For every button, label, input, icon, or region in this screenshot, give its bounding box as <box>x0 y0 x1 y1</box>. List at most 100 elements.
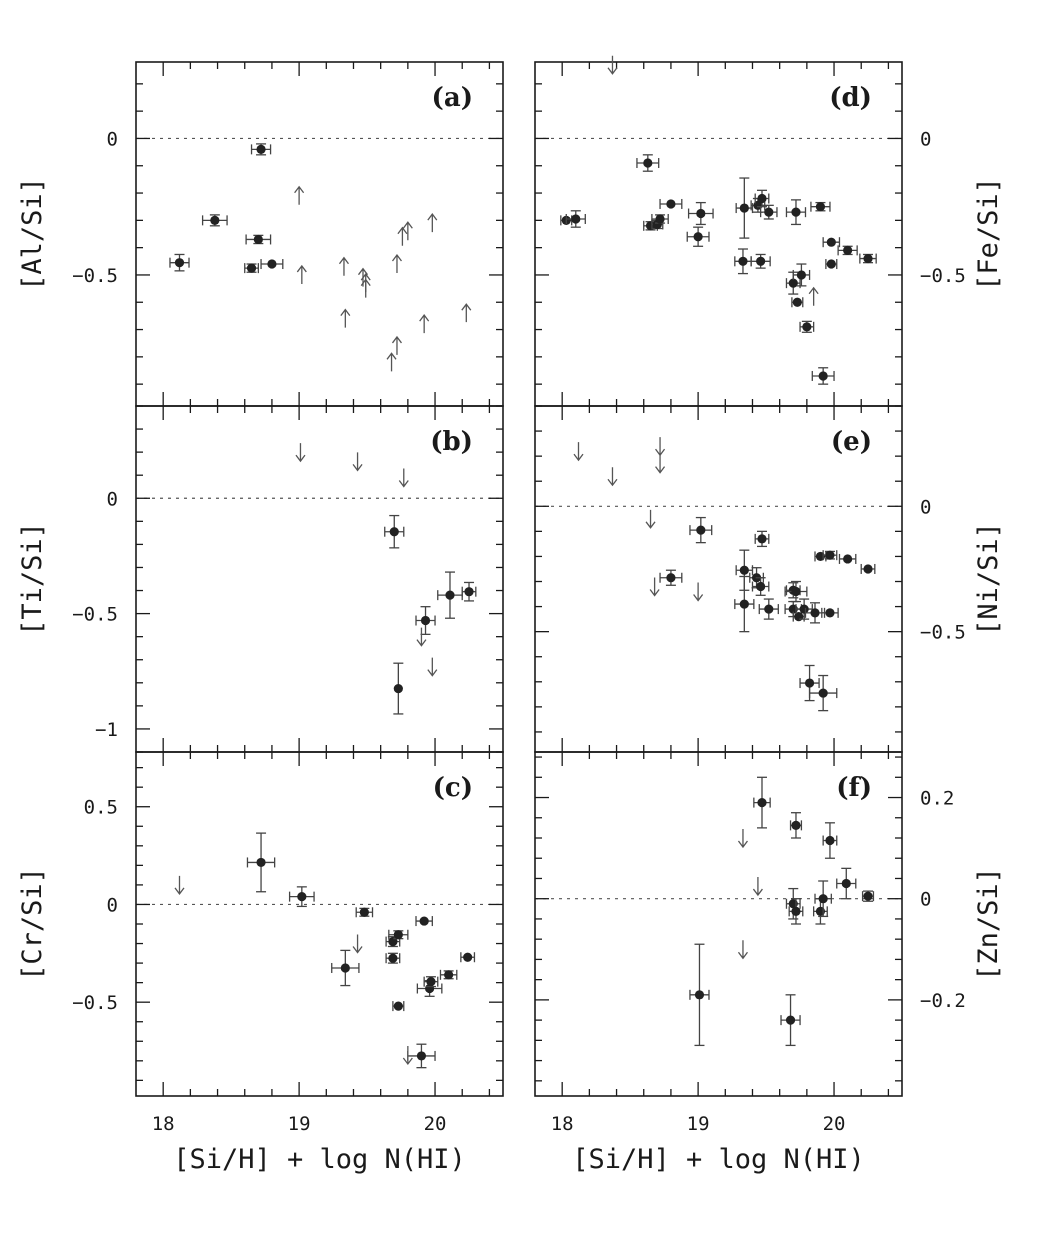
lower-limit-arrow <box>338 256 349 276</box>
x-tick-label: 18 <box>152 1113 175 1135</box>
lower-limit-arrow <box>391 335 402 355</box>
panel-a: (a)[Al/Si]0−0.5 <box>17 61 504 407</box>
point-marker <box>792 297 802 307</box>
point-marker <box>825 835 835 846</box>
data-point <box>795 598 813 620</box>
y-tick-label: 0 <box>920 496 931 518</box>
data-point <box>837 245 858 256</box>
data-point <box>392 1001 405 1012</box>
data-point <box>860 563 876 574</box>
data-point <box>636 154 660 172</box>
data-point <box>260 259 284 270</box>
point-marker <box>788 278 798 288</box>
point-marker <box>863 564 873 574</box>
lower-limit-arrow <box>397 226 408 246</box>
upper-limit-arrow <box>737 940 748 960</box>
point-marker <box>764 604 774 614</box>
panel-f-xlabel: [Si/H] + log N(HI) <box>572 1144 865 1175</box>
point-marker <box>210 215 220 225</box>
y-tick-label: 0.5 <box>84 797 118 819</box>
panel-b-frame <box>135 405 504 753</box>
point-marker <box>445 590 455 600</box>
point-marker <box>791 906 801 916</box>
upper-limit-arrow <box>649 577 660 597</box>
upper-limit-arrow <box>573 442 584 462</box>
x-tick-label: 18 <box>551 1113 574 1135</box>
data-point <box>734 248 752 275</box>
point-marker <box>791 207 801 217</box>
upper-limit-arrow <box>607 467 618 487</box>
point-marker <box>571 214 581 224</box>
data-point <box>437 571 463 619</box>
point-marker <box>764 207 774 217</box>
point-marker <box>818 894 828 904</box>
point-marker <box>174 258 185 268</box>
data-point <box>423 976 439 988</box>
upper-limit-arrow <box>416 627 427 647</box>
data-point <box>407 1043 436 1069</box>
data-point <box>245 234 272 245</box>
point-marker <box>756 581 766 592</box>
point-marker <box>393 1001 403 1011</box>
data-point <box>689 516 713 544</box>
data-point <box>565 210 586 228</box>
lower-limit-arrow <box>296 264 307 284</box>
point-marker <box>785 1015 796 1025</box>
point-marker <box>694 990 705 1000</box>
data-point <box>791 297 804 308</box>
y-tick-label: 0 <box>107 488 118 510</box>
data-point <box>784 580 808 603</box>
data-point <box>246 832 276 893</box>
data-point <box>201 214 228 227</box>
data-point <box>810 201 831 212</box>
lower-limit-arrow <box>427 212 438 233</box>
panel-f-frame <box>534 751 903 1097</box>
data-point <box>822 550 838 561</box>
lower-limit-arrow <box>808 286 819 306</box>
point-marker <box>756 256 766 266</box>
point-marker <box>843 245 853 255</box>
panel-b: (b)[Ti/Si]0−0.5−1 <box>17 405 504 753</box>
point-marker <box>757 797 767 808</box>
point-marker <box>420 615 431 626</box>
point-marker <box>863 253 873 264</box>
y-tick-label: 0 <box>107 894 118 916</box>
data-point <box>836 867 857 900</box>
data-point <box>331 949 360 987</box>
point-marker <box>818 688 828 698</box>
point-marker <box>799 604 809 614</box>
point-marker <box>739 599 749 609</box>
panel-b-label: (b) <box>430 427 473 457</box>
data-point <box>825 259 838 270</box>
point-marker <box>267 259 277 269</box>
y-tick-label: 0 <box>920 128 931 150</box>
data-point <box>244 263 259 274</box>
point-marker <box>393 930 403 940</box>
point-marker <box>246 263 257 273</box>
lower-limit-arrow <box>391 253 402 274</box>
data-point <box>734 575 755 633</box>
data-point <box>751 577 770 596</box>
data-point <box>460 952 476 963</box>
point-marker <box>416 1051 427 1061</box>
point-marker <box>419 916 429 926</box>
panel-f-label: (f) <box>836 773 872 803</box>
panel-d-label: (d) <box>829 83 872 113</box>
point-marker <box>825 608 835 618</box>
lower-limit-arrow <box>461 303 472 323</box>
panel-c-ylabel: [Cr/Si] <box>17 867 48 981</box>
point-marker <box>810 608 820 618</box>
data-point <box>754 189 770 208</box>
x-tick-label: 20 <box>823 1113 846 1135</box>
data-point <box>415 916 433 927</box>
point-marker <box>340 963 350 973</box>
data-point <box>789 812 803 839</box>
panel-d-ylabel: [Fe/Si] <box>973 177 1004 291</box>
x-tick-label: 19 <box>687 1113 710 1135</box>
panel-a-ylabel: [Al/Si] <box>17 177 48 291</box>
point-marker <box>863 891 873 901</box>
data-point <box>799 664 820 702</box>
